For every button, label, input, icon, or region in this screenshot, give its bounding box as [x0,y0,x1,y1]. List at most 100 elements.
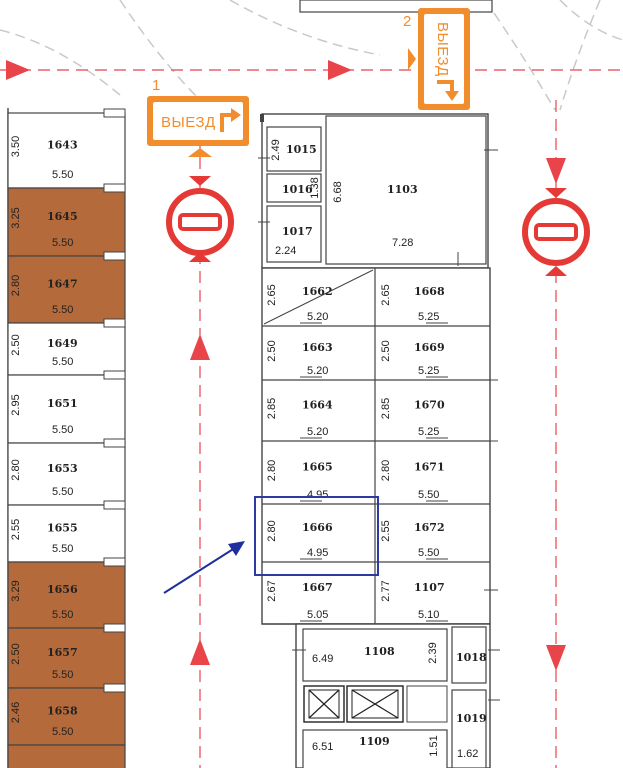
parking-spot-number: 1666 [302,521,333,534]
parking-spot-width: 3.29 [10,580,22,601]
turn-right-icon [220,113,233,132]
parking-spot-length: 5.25 [418,365,439,377]
parking-spot-width: 2.80 [266,460,278,481]
exit-sign-2-label: ВЫЕЗД [434,22,451,77]
parking-spot-1657[interactable]: 1657 5.50 2.50 [7,623,126,689]
storage-block: 1015 2.49 1016 1.38 1017 2.24 1103 6.68 … [258,113,498,269]
parking-spot-number: 1668 [414,285,445,298]
room-1108[interactable] [302,628,448,682]
storage-1016-width: 1.38 [309,177,321,198]
parking-spot-number: 1657 [47,646,78,659]
parking-spot-length: 5.50 [52,486,73,498]
parking-spot-length: 5.05 [307,609,328,621]
parking-spot-width: 2.80 [10,275,22,296]
parking-spot-width: 2.85 [380,398,392,419]
parking-spot-length: 5.50 [52,237,73,249]
parking-spot-length: 5.50 [52,726,73,738]
parking-spot-width: 2.67 [266,580,278,601]
exit-sign-2: 2 ВЫЕЗД [403,8,470,110]
parking-spot-width: 2.95 [10,394,22,415]
room-1109-width: 6.51 [312,741,333,753]
exit-sign-1-number: 1 [152,77,160,94]
left-parking-column: 16435.503.5016455.503.2516475.502.801649… [7,108,126,768]
parking-spot-width: 2.50 [10,643,22,664]
parking-spot-1651[interactable]: 1651 5.50 2.95 [7,370,126,444]
parking-spot-width: 2.50 [380,340,392,361]
parking-spot-length: 5.50 [52,304,73,316]
exit-sign-1: 1 ВЫЕЗД [147,77,249,157]
parking-spot-length: 5.50 [52,669,73,681]
room-1019-number: 1019 [456,712,487,725]
storage-1016[interactable] [266,173,322,203]
parking-spot-number: 1643 [47,139,78,152]
storage-1017-number: 1017 [282,225,313,238]
parking-spot-width: 2.55 [10,519,22,540]
parking-spot-number: 1647 [47,278,78,291]
parking-spot-number: 1656 [47,583,78,596]
storage-1015[interactable] [266,126,322,172]
storage-1015-width: 2.49 [270,139,282,160]
arrow-up-icon [190,334,210,360]
arrow-right-icon [328,60,352,80]
room-1103[interactable] [325,115,487,265]
room-1019-length: 1.62 [457,748,478,760]
parking-spot-width: 2.50 [266,340,278,361]
elevator-shaft-icon [346,685,404,723]
parking-spot-length: 5.10 [418,609,439,621]
parking-spot-width: 2.80 [266,520,278,541]
storage-1017[interactable] [266,205,322,263]
parking-spot-length: 5.50 [52,356,73,368]
parking-spot-1645[interactable]: 1645 5.50 3.25 [7,183,126,257]
parking-spot-number: 1672 [414,521,445,534]
parking-spot-number: 1645 [47,210,78,223]
parking-spot-length: 5.50 [52,424,73,436]
parking-spot-width: 2.85 [266,398,278,419]
arrow-right-icon [6,60,30,80]
parking-spot-1647[interactable]: 1647 5.50 2.80 [7,251,126,324]
exit-sign-2-number: 2 [403,13,411,30]
parking-spot-number: 1655 [47,522,78,535]
parking-spot-number: 1663 [302,341,333,354]
exit-sign-1-label: ВЫЕЗД [161,114,216,131]
room-1103-length: 7.28 [392,237,413,249]
room-1108-number: 1108 [364,645,395,658]
room-1103-number: 1103 [387,183,418,196]
parking-spot-1664[interactable]: 1664 5.20 2.85 [266,398,333,439]
arrow-down-icon [546,645,566,671]
room-1108-length: 2.39 [427,642,439,663]
parking-spot-number: 1665 [302,461,333,474]
parking-spot-length: 5.20 [307,426,328,438]
room-1109[interactable] [302,729,448,768]
parking-spot-number: 1671 [414,461,445,474]
arrow-up-icon [190,639,210,665]
arrow-down-icon [546,158,566,184]
parking-spot-width: 3.50 [10,136,22,157]
parking-spot-number: 1651 [47,397,78,410]
parking-spot-length: 4.95 [307,489,328,501]
parking-spot-width: 3.25 [10,207,22,228]
room-1018[interactable] [451,626,487,684]
parking-spot-width: 2.65 [380,284,392,305]
room-1019[interactable] [451,689,487,768]
room-1018-number: 1018 [456,651,487,664]
parking-spot-number: 1664 [302,399,333,412]
